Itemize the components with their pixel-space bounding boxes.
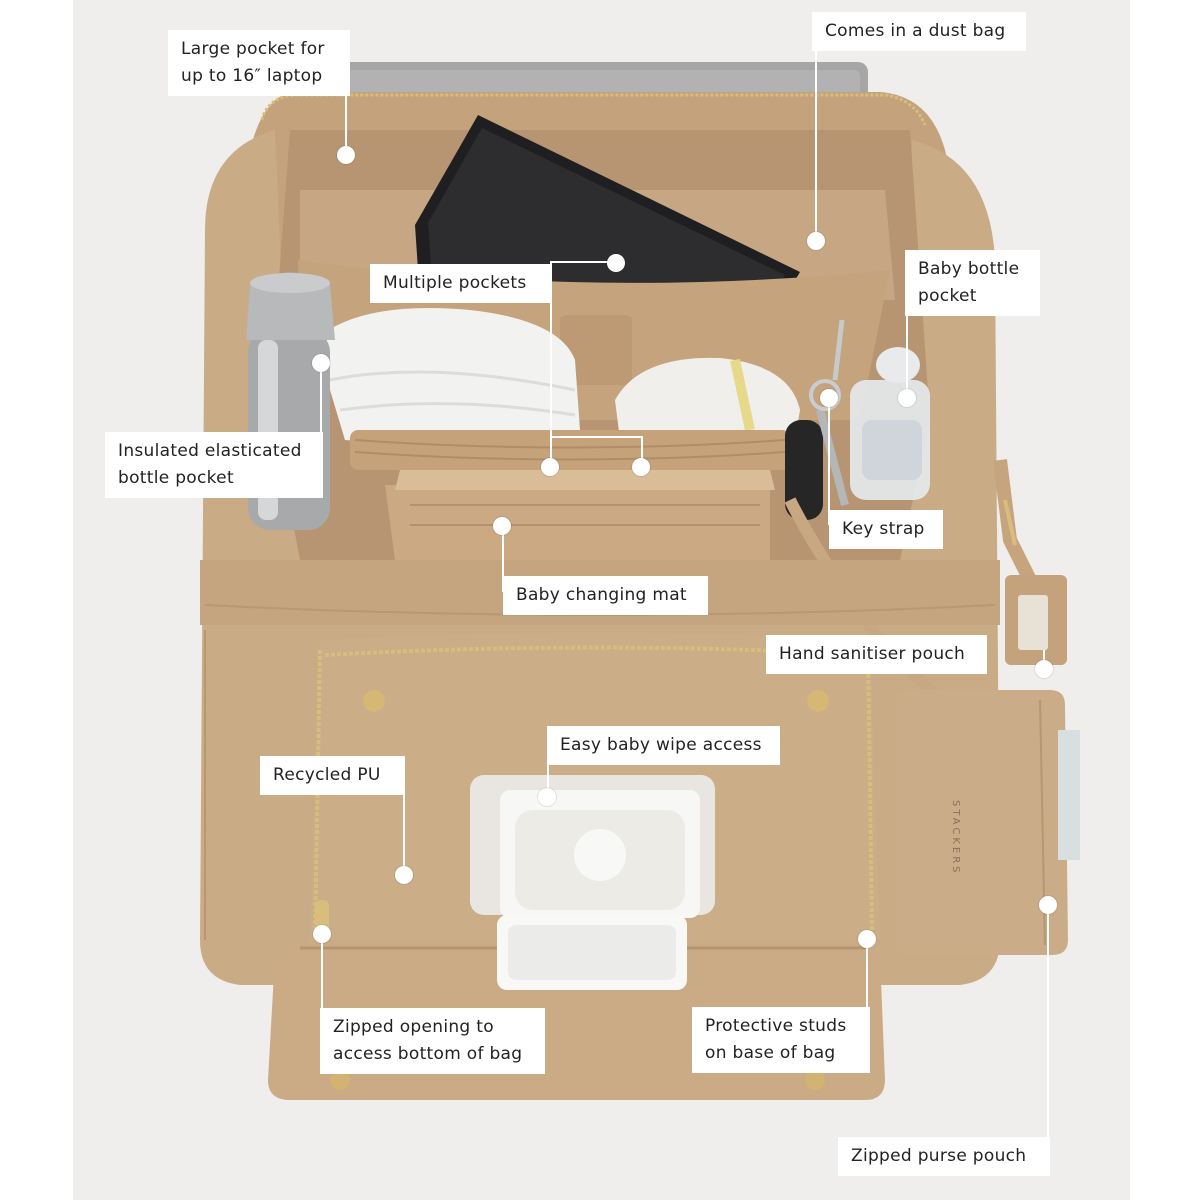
baby-bottle-connector bbox=[906, 305, 908, 397]
insulated-pocket-connector bbox=[320, 362, 322, 484]
muslin-cloth bbox=[315, 308, 580, 444]
purse-pouch-pin bbox=[1039, 896, 1057, 914]
changing-mat-connector bbox=[502, 526, 504, 592]
changing-mat-pin bbox=[493, 517, 511, 535]
wipe-access-connector bbox=[547, 742, 549, 797]
callout-laptop-pocket: Large pocket for up to 16″ laptop bbox=[168, 30, 350, 96]
multiple-pockets-pin-left bbox=[541, 458, 559, 476]
dust-bag-pin bbox=[807, 232, 825, 250]
zipped-opening-pin bbox=[313, 925, 331, 943]
dust-bag-connector bbox=[815, 40, 817, 240]
recycled-pu-pin bbox=[395, 866, 413, 884]
callout-dust-bag: Comes in a dust bag bbox=[812, 12, 1026, 51]
protective-studs-connector bbox=[866, 939, 868, 1034]
sanitiser-pouch bbox=[1005, 575, 1067, 665]
insulated-pocket-pin bbox=[312, 354, 330, 372]
callout-protective-studs: Protective studs on base of bag bbox=[692, 1007, 870, 1073]
zipped-opening-connector bbox=[321, 934, 323, 1040]
multiple-pockets-connector-d bbox=[641, 436, 643, 466]
callout-purse-pouch: Zipped purse pouch bbox=[838, 1137, 1050, 1176]
key-strap-connector bbox=[828, 397, 830, 525]
changing-mat bbox=[385, 470, 775, 560]
callout-sanitiser-pouch: Hand sanitiser pouch bbox=[766, 635, 987, 674]
protective-studs-pin bbox=[858, 930, 876, 948]
key-strap-pin bbox=[820, 389, 838, 407]
brand-mark: STACKERS bbox=[950, 800, 961, 876]
multiple-pockets-connector-a bbox=[550, 261, 616, 263]
callout-zipped-opening: Zipped opening to access bottom of bag bbox=[320, 1008, 545, 1074]
callout-bottle-pocket: Baby bottle pocket bbox=[905, 250, 1040, 316]
multiple-pockets-pin-top bbox=[607, 254, 625, 272]
laptop-pocket-pin bbox=[337, 146, 355, 164]
purse-pouch-connector bbox=[1047, 904, 1049, 1150]
laptop-pocket-connector bbox=[345, 90, 347, 154]
callout-recycled-pu: Recycled PU bbox=[260, 756, 405, 795]
baby-bottle-pin bbox=[898, 389, 916, 407]
sanitiser-pin bbox=[1035, 660, 1053, 678]
multiple-pockets-connector-c bbox=[550, 436, 643, 438]
multiple-pockets-connector-b bbox=[550, 261, 552, 466]
callout-insulated-pocket: Insulated elasticated bottle pocket bbox=[105, 432, 323, 498]
callout-changing-mat: Baby changing mat bbox=[503, 576, 708, 615]
callout-multiple-pockets: Multiple pockets bbox=[370, 264, 552, 303]
purse-pouch bbox=[895, 690, 1080, 955]
wipe-access-pin bbox=[538, 788, 556, 806]
nappy bbox=[615, 357, 800, 440]
recycled-pu-connector bbox=[403, 770, 405, 875]
callout-wipe-access: Easy baby wipe access bbox=[547, 726, 780, 765]
wipe-window bbox=[470, 775, 715, 918]
multiple-pockets-pin-right bbox=[632, 458, 650, 476]
baby-bottle bbox=[850, 347, 930, 500]
callout-key-strap: Key strap bbox=[829, 510, 943, 549]
